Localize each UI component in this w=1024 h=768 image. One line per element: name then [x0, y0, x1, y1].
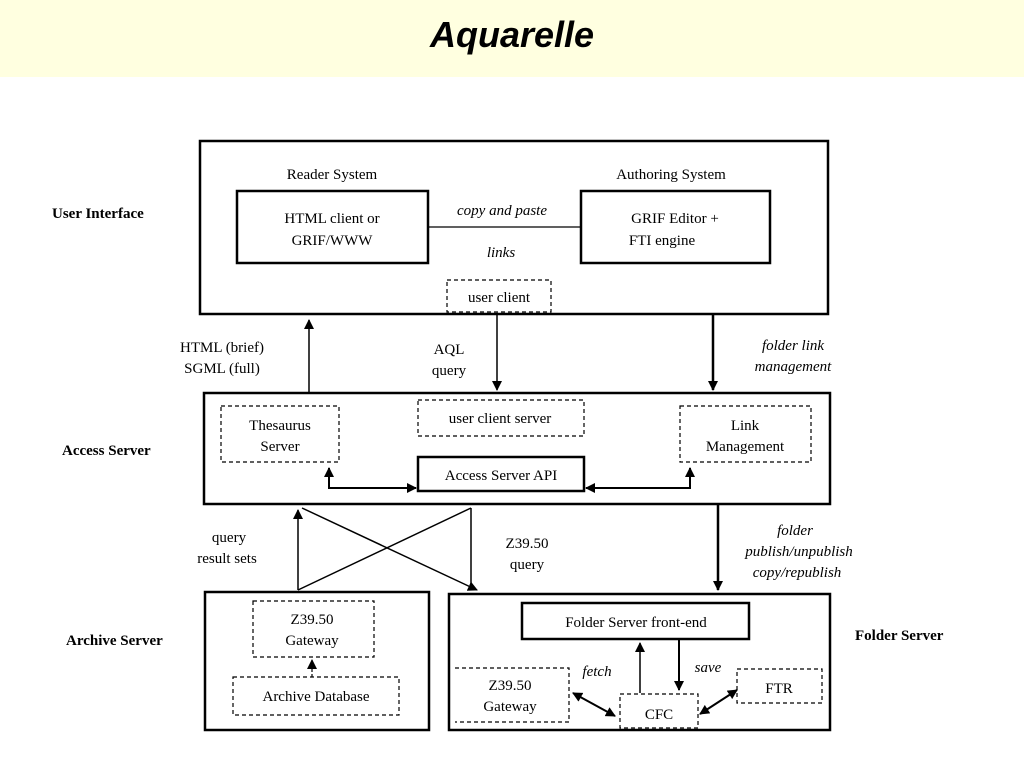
user-client-server-label: user client server — [449, 411, 551, 427]
title-band — [0, 0, 1024, 77]
grif-editor-line2: FTI engine — [629, 233, 696, 249]
slide-title: Aquarelle — [429, 14, 595, 55]
archive-server-box — [203, 590, 431, 732]
html-client-box — [235, 189, 430, 265]
row-label-access-server: Access Server — [62, 443, 151, 459]
archive-database-box — [232, 676, 400, 716]
save-label: save — [695, 660, 722, 676]
z3950-query-label: query — [510, 557, 545, 573]
link-line1: Link — [731, 418, 760, 434]
result-sets-label: result sets — [197, 551, 257, 567]
authoring-system-label: Authoring System — [616, 167, 726, 183]
thesaurus-line2: Server — [260, 439, 299, 455]
folder-link-label: folder link — [762, 338, 824, 354]
ftr-label: FTR — [765, 681, 793, 697]
row-label-user-interface: User Interface — [52, 206, 144, 222]
cfc-label: CFC — [645, 707, 673, 723]
link-line2: Management — [706, 439, 785, 455]
folder-front-end-box — [520, 601, 751, 641]
thesaurus-server-box — [220, 405, 340, 463]
api-link-connector — [585, 467, 695, 493]
z3950-query-arrow — [301, 507, 478, 591]
links-label: links — [487, 245, 515, 261]
folder-server-box — [447, 592, 832, 732]
access-server-box — [202, 391, 832, 506]
html-client-line1: HTML client or — [284, 211, 379, 227]
cfc-box — [619, 693, 699, 729]
grif-editor-line1: GRIF Editor + — [631, 211, 719, 227]
grif-editor-box — [579, 189, 772, 265]
folder-gateway-line2: Gateway — [483, 699, 537, 715]
html-client-line2: GRIF/WWW — [292, 233, 374, 249]
thesaurus-line1: Thesaurus — [249, 418, 311, 434]
folder-gateway-box — [455, 667, 570, 723]
archive-gateway-box — [252, 600, 375, 658]
ftr-box — [736, 668, 823, 704]
user-client-box — [446, 279, 552, 313]
row-label-folder-server: Folder Server — [855, 628, 944, 644]
publish-unpublish-label: publish/unpublish — [744, 544, 853, 560]
user-interface-box — [198, 139, 830, 316]
management-label: management — [755, 359, 832, 375]
query-left-label: query — [212, 530, 247, 546]
folder-front-end-label: Folder Server front-end — [565, 615, 707, 631]
copy-paste-label: copy and paste — [457, 203, 547, 219]
z3950-cross-line — [297, 507, 472, 591]
link-management-box — [679, 405, 812, 463]
cfc-ftr-connector — [699, 689, 738, 715]
archive-database-label: Archive Database — [262, 689, 369, 705]
z3950-label: Z39.50 — [506, 536, 549, 552]
html-brief-label: HTML (brief) — [180, 340, 264, 356]
sgml-full-label: SGML (full) — [184, 361, 260, 377]
row-label-archive-server: Archive Server — [66, 633, 163, 649]
copy-republish-label: copy/republish — [753, 565, 842, 581]
aql-label: AQL — [434, 342, 465, 358]
user-client-label: user client — [468, 290, 531, 306]
access-server-api-box — [416, 455, 586, 493]
reader-system-label: Reader System — [287, 167, 378, 183]
folder-gateway-line1: Z39.50 — [489, 678, 532, 694]
user-client-server-box — [417, 399, 585, 437]
access-server-api-label: Access Server API — [445, 468, 557, 484]
archive-gateway-line1: Z39.50 — [291, 612, 334, 628]
api-thesaurus-connector — [324, 467, 417, 493]
fetch-label: fetch — [582, 664, 611, 680]
archive-gateway-line2: Gateway — [285, 633, 339, 649]
gateway-cfc-connector — [572, 692, 616, 717]
aql-query-label: query — [432, 363, 467, 379]
folder-label: folder — [777, 523, 813, 539]
